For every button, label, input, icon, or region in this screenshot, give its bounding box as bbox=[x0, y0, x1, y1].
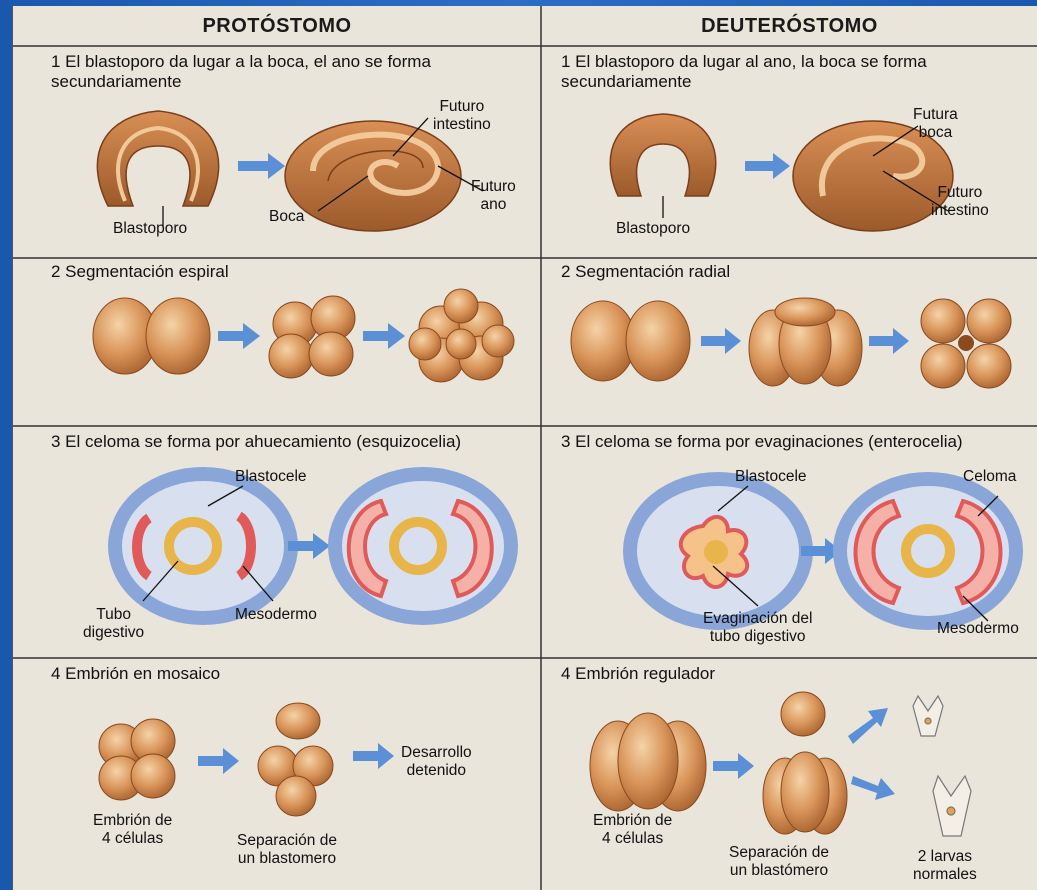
label-boca: Boca bbox=[269, 208, 304, 226]
deuterostome-header: DEUTERÓSTOMO bbox=[541, 6, 1037, 46]
label-futuro-intestino-right: Futuro intestino bbox=[931, 184, 989, 220]
schizocoely-stage-2 bbox=[335, 474, 511, 618]
regulative-separated-blastomere bbox=[763, 692, 847, 834]
radial-2-cells bbox=[571, 301, 690, 381]
label-blastoporo-left: Blastoporo bbox=[113, 220, 187, 238]
row2-right-title: 2 Segmentación radial bbox=[561, 262, 730, 282]
row4-left-title: 4 Embrión en mosaico bbox=[51, 664, 220, 684]
label-larvas: 2 larvas normales bbox=[913, 848, 977, 884]
arrow-icon bbox=[848, 708, 888, 744]
arrow-icon bbox=[851, 776, 895, 800]
schizocoely-stage-1 bbox=[115, 474, 291, 618]
label-blastocele-right: Blastocele bbox=[735, 468, 807, 486]
label-blastocele-left: Blastocele bbox=[235, 468, 307, 486]
enterocoely-stage-2 bbox=[840, 479, 1016, 623]
arrow-icon bbox=[869, 328, 909, 354]
arrow-icon bbox=[238, 153, 285, 179]
label-evaginacion: Evaginación del tubo digestivo bbox=[703, 610, 812, 646]
arrow-icon bbox=[198, 748, 239, 774]
spiral-8-cells bbox=[409, 289, 514, 382]
label-futura-boca: Futura boca bbox=[913, 106, 958, 142]
label-celoma: Celoma bbox=[963, 468, 1016, 486]
row2-left-title: 2 Segmentación espiral bbox=[51, 262, 229, 282]
row1-right-title: 1 El blastoporo da lugar al ano, la boca… bbox=[561, 52, 927, 92]
row3-left-title: 3 El celoma se forma por ahuecamiento (e… bbox=[51, 432, 461, 452]
label-blastoporo-right: Blastoporo bbox=[616, 220, 690, 238]
arrow-icon bbox=[745, 153, 790, 179]
radial-4-cells bbox=[749, 298, 862, 386]
arrow-icon bbox=[713, 753, 754, 779]
spiral-4-cells bbox=[269, 296, 355, 378]
textbook-page: PROTÓSTOMO DEUTERÓSTOMO 1 El blastoporo … bbox=[12, 6, 1037, 890]
regulative-4-cells bbox=[590, 713, 706, 811]
label-tubo-digestivo: Tubo digestivo bbox=[83, 606, 144, 642]
deuterostome-gastrula bbox=[610, 114, 716, 196]
mosaic-4-cells bbox=[99, 719, 175, 800]
radial-8-cells bbox=[921, 299, 1011, 388]
protostome-embryo bbox=[285, 121, 461, 231]
spiral-2-cells bbox=[93, 298, 210, 374]
arrow-icon bbox=[218, 323, 260, 349]
enterocoely-stage-1 bbox=[630, 479, 806, 623]
label-separacion-right: Separación de un blastómero bbox=[729, 844, 829, 880]
mosaic-separated-blastomere bbox=[258, 703, 333, 816]
label-mesodermo-left: Mesodermo bbox=[235, 606, 317, 624]
arrow-icon bbox=[353, 743, 394, 769]
label-embrion-left: Embrión de 4 células bbox=[93, 812, 172, 848]
label-separacion-left: Separación de un blastomero bbox=[237, 832, 337, 868]
protostome-header: PROTÓSTOMO bbox=[13, 6, 541, 46]
label-embrion-right: Embrión de 4 células bbox=[593, 812, 672, 848]
label-futuro-ano: Futuro ano bbox=[471, 178, 516, 214]
row1-left-title: 1 El blastoporo da lugar a la boca, el a… bbox=[51, 52, 431, 92]
larva-icon bbox=[913, 696, 971, 836]
arrow-icon bbox=[701, 328, 741, 354]
arrow-icon bbox=[363, 323, 405, 349]
label-desarrollo-detenido: Desarrollo detenido bbox=[401, 744, 472, 780]
label-mesodermo-right: Mesodermo bbox=[937, 620, 1019, 638]
protostome-gastrula bbox=[97, 111, 218, 206]
row4-right-title: 4 Embrión regulador bbox=[561, 664, 715, 684]
row3-right-title: 3 El celoma se forma por evaginaciones (… bbox=[561, 432, 963, 452]
label-futuro-intestino: Futuro intestino bbox=[433, 98, 491, 134]
